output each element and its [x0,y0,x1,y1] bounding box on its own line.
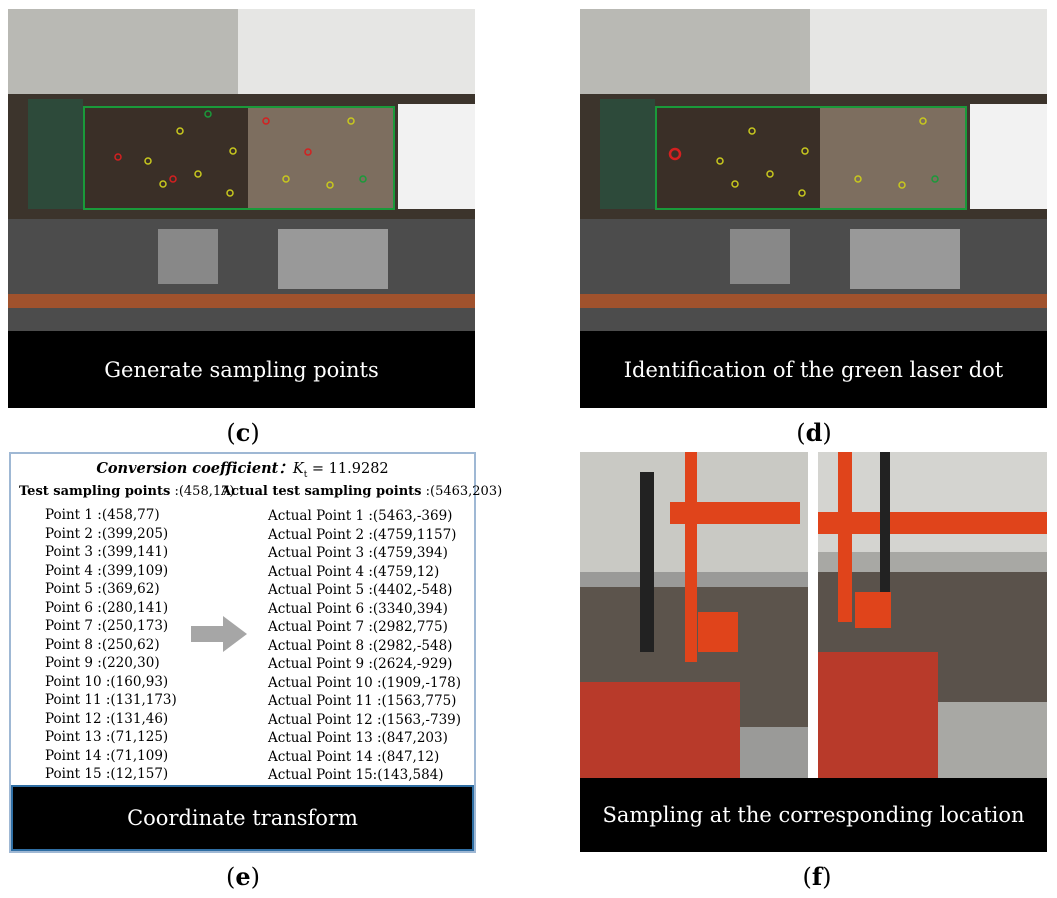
caption-coordinate-transform: Coordinate transform [11,785,474,851]
panel-f: Sampling at the corresponding location [580,452,1047,852]
caption-sampling-location: Sampling at the corresponding location [580,778,1047,852]
test-point-7: Point 7 :(250,173) [45,618,169,634]
test-point-11: Point 11 :(131,173) [45,692,177,708]
actual-point-3: Actual Point 3 :(4759,394) [268,545,448,561]
panel-label-f: (f) [802,862,832,891]
actual-point-10: Actual Point 10 :(1909,-178) [268,674,462,691]
actual-point-9: Actual Point 9 :(2624,-929) [268,656,453,672]
actual-point-13: Actual Point 13 :(847,203) [268,730,448,746]
sampling-points-photo [8,9,475,331]
panel-label-c: (c) [226,418,260,447]
actual-point-15: Actual Point 15:(143,584) [268,767,444,783]
test-point-1: Point 1 :(458,77) [45,507,160,523]
actual-point-7: Actual Point 7 :(2982,775) [268,619,448,635]
caption-generate-sampling-points: Generate sampling points [8,331,475,408]
sampling-robot-photo [580,452,1047,778]
coordinate-table: Conversion coefficient：Kt = 11.9282 Test… [9,452,502,853]
conversion-coefficient: Conversion coefficient：Kt = 11.9282 [96,460,389,480]
actual-points-list: Actual Point 1 :(5463,-369) Actual Point… [268,507,461,785]
actual-point-5: Actual Point 5 :(4402,-548) [268,582,453,598]
test-point-13: Point 13 :(71,125) [45,729,169,745]
actual-point-2: Actual Point 2 :(4759,1157) [268,526,457,543]
test-point-5: Point 5 :(369,62) [45,581,160,597]
test-points-list: Point 1 :(458,77) Point 2 :(399,205) Poi… [45,506,177,784]
test-point-4: Point 4 :(399,109) [45,562,169,579]
test-point-12: Point 12 :(131,46) [45,710,169,727]
test-sampling-header: Test sampling points :(458,17) [19,484,235,499]
actual-point-8: Actual Point 8 :(2982,-548) [268,637,453,654]
test-point-10: Point 10 :(160,93) [45,673,169,690]
actual-point-4: Actual Point 4 :(4759,12) [268,563,440,580]
caption-identification-laser-dot: Identification of the green laser dot [580,331,1047,408]
panel-label-d: (d) [796,418,832,447]
actual-point-12: Actual Point 12 :(1563,-739) [268,711,462,728]
test-point-3: Point 3 :(399,141) [45,544,169,560]
test-point-14: Point 14 :(71,109) [45,747,169,764]
laser-dot-photo [580,9,1047,331]
actual-point-1: Actual Point 1 :(5463,-369) [268,508,453,524]
actual-sampling-header: Actual test sampling points :(5463,203) [221,484,503,499]
test-point-9: Point 9 :(220,30) [45,655,160,671]
panel-d: Identification of the green laser dot [580,9,1047,408]
panel-c: Generate sampling points [8,9,475,408]
actual-point-11: Actual Point 11 :(1563,775) [268,693,457,709]
actual-point-14: Actual Point 14 :(847,12) [268,748,440,765]
panel-e: Conversion coefficient：Kt = 11.9282 Test… [9,452,502,853]
test-point-6: Point 6 :(280,141) [45,599,169,616]
actual-point-6: Actual Point 6 :(3340,394) [268,600,448,617]
test-point-8: Point 8 :(250,62) [45,636,160,653]
test-point-2: Point 2 :(399,205) [45,525,169,542]
test-point-15: Point 15 :(12,157) [45,766,169,782]
panel-label-e: (e) [225,862,261,891]
transform-arrow-icon [191,616,247,652]
